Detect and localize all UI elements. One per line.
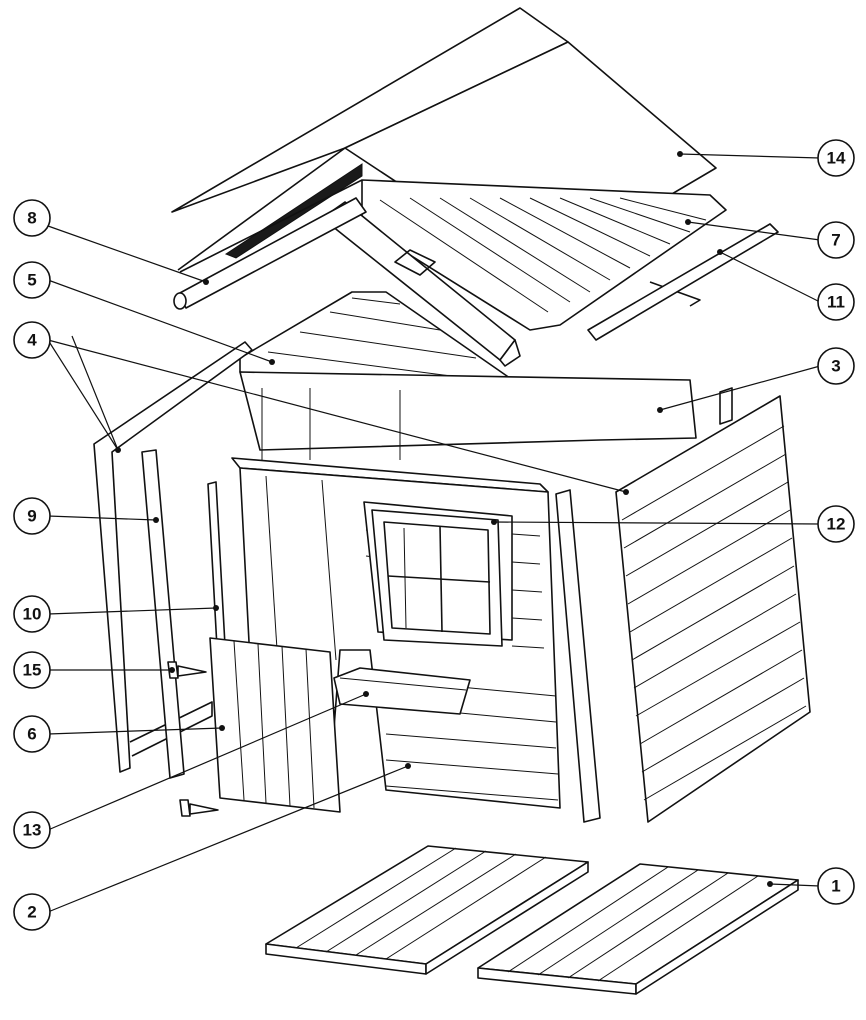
callout-4-label: 4 <box>27 331 37 350</box>
callout-5: 5 <box>13 261 51 299</box>
flower-box-part <box>333 667 471 715</box>
callout-2: 2 <box>13 893 51 931</box>
corner-trim-right-part <box>555 489 601 823</box>
floor-panel-left-part <box>265 845 589 975</box>
callout-3-label: 3 <box>831 357 840 376</box>
callout-1-label: 1 <box>831 877 840 896</box>
callout-6: 6 <box>13 715 51 753</box>
right-wall-part <box>615 395 811 823</box>
callout-11-label: 11 <box>827 293 845 312</box>
roof-edge-right-part <box>587 223 779 341</box>
callout-12: 12 <box>817 505 855 543</box>
floor-panel-right-part <box>477 863 799 995</box>
callout-1: 1 <box>817 867 855 905</box>
callout-15: 15 <box>13 651 51 689</box>
callout-9: 9 <box>13 497 51 535</box>
hinge-upper-part <box>167 661 207 679</box>
ridge-beam-part <box>321 201 701 409</box>
callout-12-label: 12 <box>827 515 846 534</box>
callout-13: 13 <box>13 811 51 849</box>
callout-5-label: 5 <box>27 271 36 290</box>
callout-10-label: 10 <box>23 605 42 624</box>
callout-8: 8 <box>13 199 51 237</box>
roof-edge-left-part <box>173 197 367 310</box>
callout-11: 11 <box>817 283 855 321</box>
callout-4: 4 <box>13 321 51 359</box>
hinge-lower-part <box>179 799 219 817</box>
leader-dots <box>115 151 773 887</box>
callout-13-label: 13 <box>23 821 42 840</box>
callout-14: 14 <box>817 139 855 177</box>
corner-trim-left-part <box>141 449 185 779</box>
callout-7: 7 <box>817 221 855 259</box>
back-wall-part <box>239 371 733 460</box>
callout-14-label: 14 <box>827 149 846 168</box>
window-part <box>363 501 513 647</box>
callout-6-label: 6 <box>27 725 36 744</box>
callout-15-label: 15 <box>23 661 42 680</box>
callout-2-label: 2 <box>27 903 36 922</box>
callout-3: 3 <box>817 347 855 385</box>
callout-7-label: 7 <box>831 231 840 250</box>
door-part <box>209 637 341 813</box>
roof-panel-part <box>361 179 727 331</box>
callout-10: 10 <box>13 595 51 633</box>
leader-lines <box>47 153 821 913</box>
callout-8-label: 8 <box>27 209 36 228</box>
callout-9-label: 9 <box>27 507 36 526</box>
